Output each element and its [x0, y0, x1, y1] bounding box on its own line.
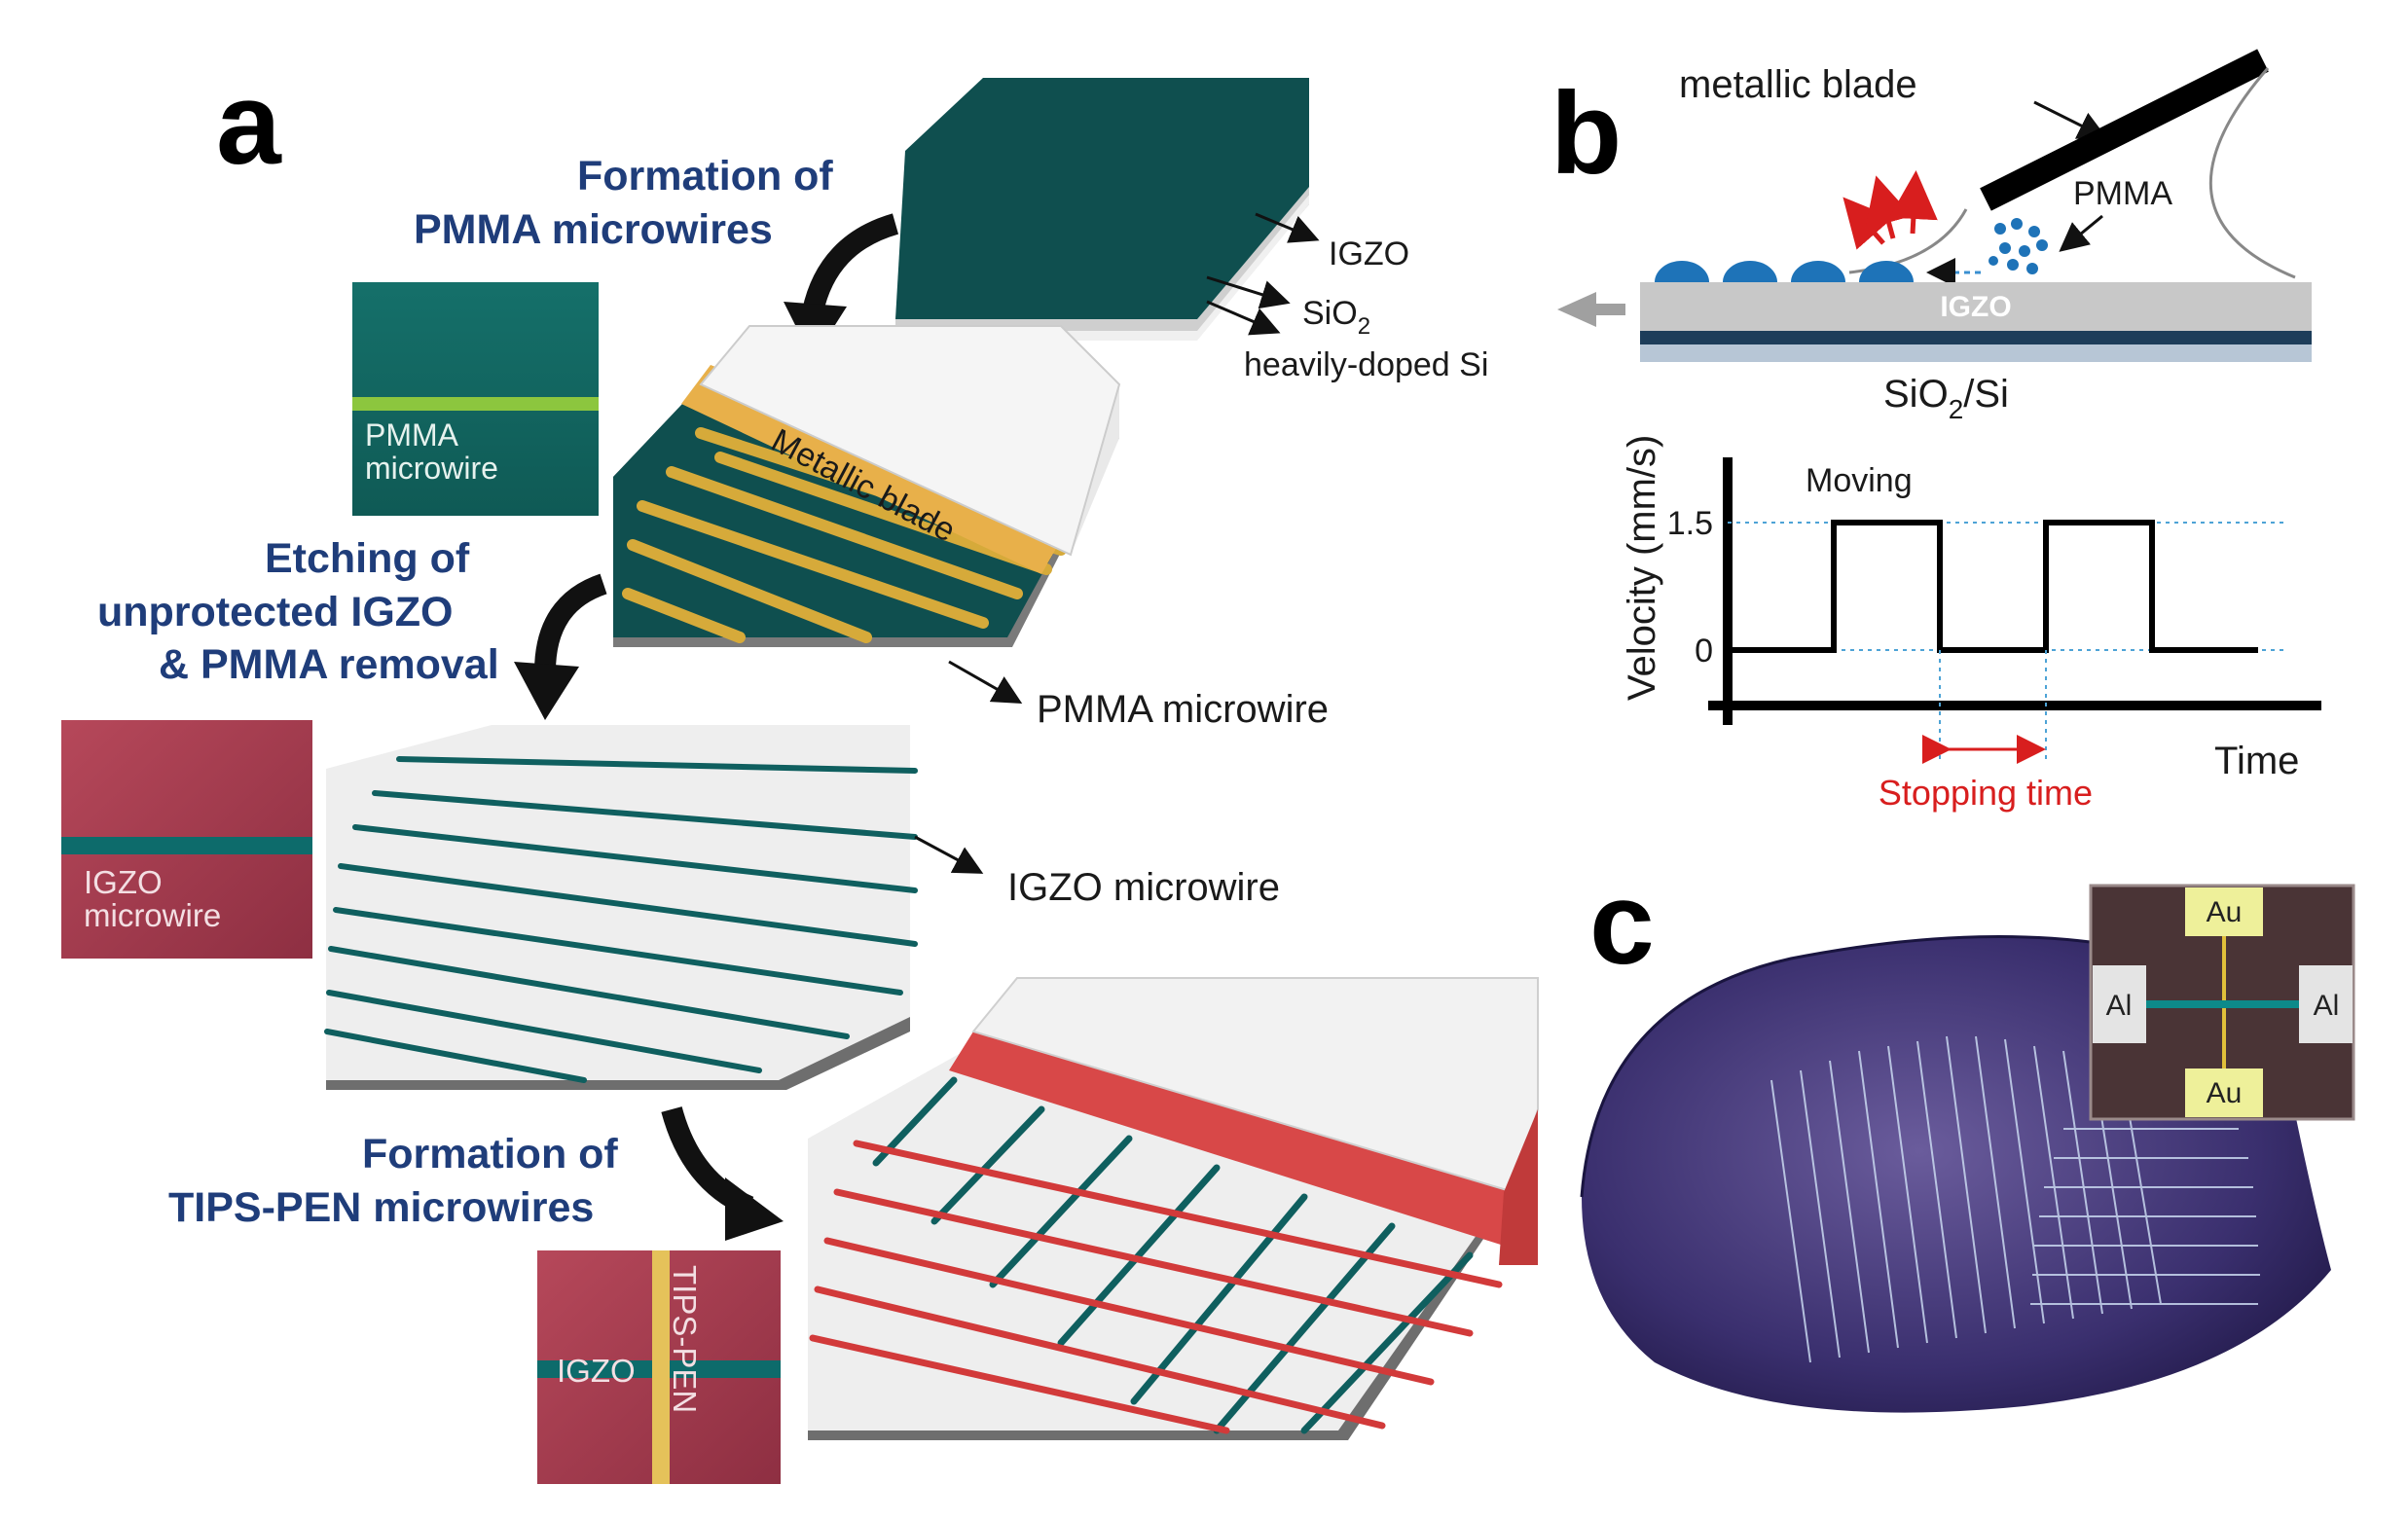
- al-left-label: Al: [2106, 990, 2133, 1022]
- igzo-bar-label: IGZO: [1940, 291, 2011, 323]
- cross-inset: IGZO TIPS-PEN: [537, 1250, 781, 1484]
- igzo-inset-label2: microwire: [84, 897, 221, 933]
- moving-annotation: Moving: [1806, 462, 1913, 499]
- stage4-crossbar: [808, 977, 1539, 1440]
- metallic-blade-label: metallic blade: [1679, 63, 1917, 106]
- pmma-microwire-label: PMMA microwire: [1037, 688, 1329, 731]
- al-right-label: Al: [2314, 990, 2340, 1022]
- y-tick-0: 0: [1695, 633, 1713, 670]
- pmma-inset-label1: PMMA: [365, 417, 459, 453]
- panel-c-label: c: [1589, 858, 1655, 989]
- y-tick-1-5: 1.5: [1667, 505, 1713, 542]
- panel-b-label: b: [1551, 68, 1622, 199]
- pmma-microwire-callout: PMMA microwire: [948, 660, 1329, 731]
- substrate-label: SiO2/Si: [1883, 373, 2009, 424]
- au-top-label: Au: [2207, 896, 2243, 928]
- step1-title-line2: PMMA microwires: [414, 206, 773, 253]
- igzo-inset: IGZO microwire: [61, 720, 312, 959]
- step1-title-line1: Formation of: [577, 153, 833, 199]
- velocity-series-line: [1728, 520, 2258, 653]
- step2-curved-arrow: [514, 573, 607, 720]
- pmma-inset: PMMA microwire: [352, 282, 599, 516]
- igzo-microwire-label: IGZO microwire: [1007, 866, 1280, 909]
- panel-b-schematic: metallic blade PMMA IGZO SiO2/Si: [1557, 49, 2312, 424]
- stage1-substrate: [895, 78, 1309, 341]
- step2-title-line3: & PMMA removal: [159, 641, 499, 688]
- stage2-blade-coating: Metallic blade: [613, 325, 1121, 647]
- step3-curved-arrow: [661, 1106, 784, 1241]
- igzo-microwire-callout: IGZO microwire: [914, 835, 1280, 909]
- velocity-chart: 1.5 0 Moving Stopping time Time Velocity…: [1621, 435, 2321, 813]
- panel-a-label: a: [216, 58, 282, 189]
- au-bottom-label: Au: [2207, 1077, 2243, 1109]
- step2-title-line2: unprotected IGZO: [97, 589, 454, 635]
- igzo-layer-label: IGZO: [1329, 235, 1409, 272]
- pmma-label: PMMA: [2073, 175, 2172, 212]
- sio2-layer-label: SiO2: [1302, 295, 1370, 340]
- step3-title-line2: TIPS-PEN microwires: [168, 1184, 594, 1231]
- step2-title-line1: Etching of: [265, 535, 470, 582]
- stopping-time-annotation: Stopping time: [1879, 773, 2093, 813]
- cross-inset-igzo: IGZO: [557, 1353, 636, 1389]
- device-inset: Au Au Al Al: [2089, 884, 2355, 1121]
- step3-title-line1: Formation of: [362, 1131, 618, 1177]
- igzo-inset-label1: IGZO: [84, 864, 163, 900]
- x-axis-label: Time: [2214, 740, 2299, 782]
- stage3-igzo-wires: [324, 725, 918, 1090]
- pmma-inset-label2: microwire: [365, 451, 498, 486]
- cross-inset-tips: TIPS-PEN: [667, 1265, 703, 1413]
- y-axis-label: Velocity (mm/s): [1621, 435, 1663, 701]
- si-layer-label: heavily-doped Si: [1244, 346, 1488, 383]
- layer-callouts: IGZO SiO2 heavily-doped Si: [1206, 212, 1488, 383]
